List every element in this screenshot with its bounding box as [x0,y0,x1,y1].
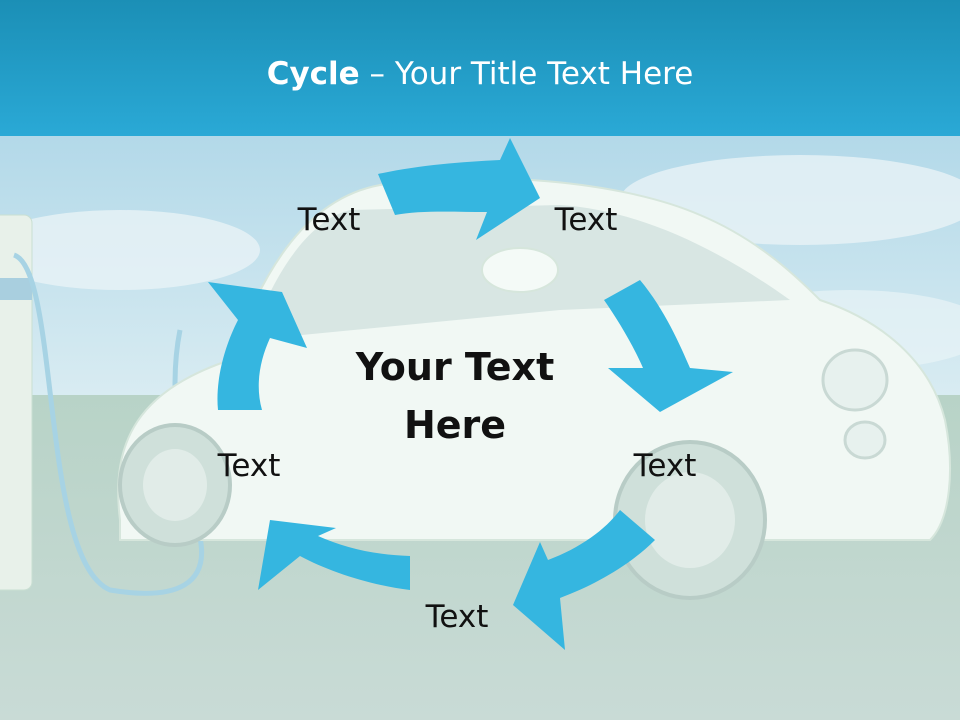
cycle-label-4: Text [425,599,489,635]
cycle-arrow-5 [208,282,307,410]
cycle-arrow-4 [258,520,410,590]
cycle-arrow-2 [604,280,733,412]
cycle-arrow-3 [513,510,655,650]
slide-title: Cycle – Your Title Text Here [0,56,960,92]
title-rest: – Your Title Text Here [359,56,694,92]
title-bold: Cycle [266,56,360,92]
center-text-line-2: Here [403,403,507,447]
cycle-arrow-1 [378,138,540,240]
center-text-line-1: Your Text [355,345,555,389]
cycle-label-2: Text [554,202,618,238]
cycle-label-1: Text [297,202,361,238]
cycle-label-5: Text [217,448,281,484]
title-banner [0,0,960,136]
cycle-label-3: Text [633,448,697,484]
center-text: Your Text Here [325,338,585,454]
